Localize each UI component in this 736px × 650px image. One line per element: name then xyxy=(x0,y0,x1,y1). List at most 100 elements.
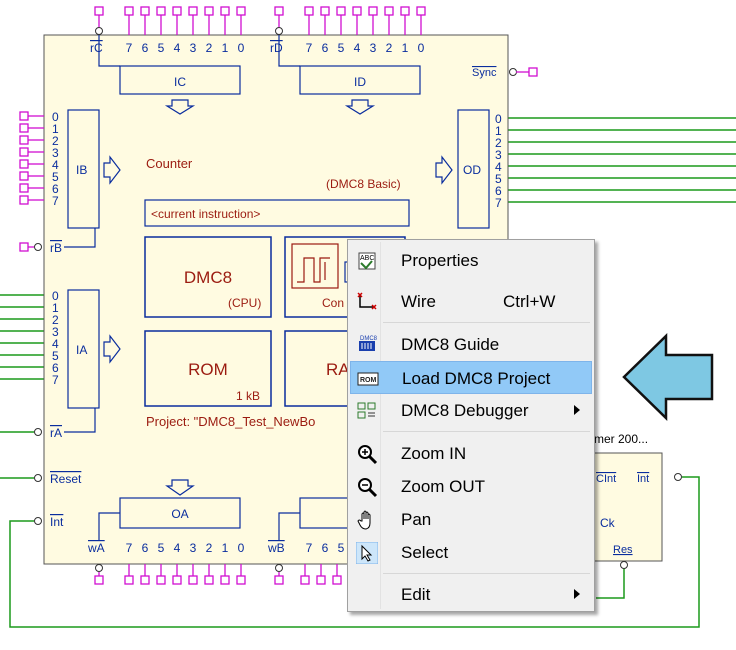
wire-icon xyxy=(357,292,377,310)
svg-text:7: 7 xyxy=(126,41,133,55)
pulse-icon xyxy=(291,243,339,289)
port-d-label: rD xyxy=(270,41,283,55)
svg-text:4: 4 xyxy=(174,541,181,555)
svg-text:7: 7 xyxy=(52,373,59,387)
menu-item-pan[interactable]: Pan xyxy=(350,503,592,536)
cpu-title: DMC8 xyxy=(184,268,232,287)
zoom-in-icon xyxy=(358,445,378,465)
register-ib xyxy=(67,109,100,229)
timer-title: mer 200... xyxy=(594,432,648,446)
cursor-icon xyxy=(356,542,378,564)
svg-text:ROM: ROM xyxy=(360,377,377,384)
rb-label: rB xyxy=(50,241,62,255)
svg-text:DMC8: DMC8 xyxy=(360,336,378,342)
cpu-block[interactable] xyxy=(144,236,272,318)
svg-text:7: 7 xyxy=(495,196,502,210)
bottom-pins xyxy=(94,564,342,585)
ra-label: rA xyxy=(50,426,62,440)
svg-text:4: 4 xyxy=(354,41,361,55)
timer-int-label: Int xyxy=(637,473,649,485)
menu-item-label: Zoom IN xyxy=(401,444,467,463)
svg-text:7: 7 xyxy=(52,194,59,208)
menu-item-label: Zoom OUT xyxy=(401,477,486,496)
menu-item-label: Properties xyxy=(401,251,479,270)
svg-text:3: 3 xyxy=(52,325,59,339)
rom-size: 1 kB xyxy=(236,389,260,403)
menu-item-label: DMC8 Guide xyxy=(401,335,500,354)
counter-label: Counter xyxy=(146,156,193,171)
svg-text:5: 5 xyxy=(158,541,165,555)
menu-item-zoom-out[interactable]: Zoom OUT xyxy=(350,470,592,503)
svg-text:1: 1 xyxy=(222,41,229,55)
port-c-label: rC xyxy=(90,41,103,55)
current-instruction-text: <current instruction> xyxy=(151,207,260,221)
model-label: (DMC8 Basic) xyxy=(326,177,401,191)
properties-icon: ABC xyxy=(358,252,376,270)
menu-item-label: Select xyxy=(401,543,449,562)
svg-text:5: 5 xyxy=(495,172,502,186)
top-pins xyxy=(94,6,426,35)
svg-text:3: 3 xyxy=(190,41,197,55)
svg-text:6: 6 xyxy=(142,541,149,555)
hand-icon xyxy=(357,510,371,530)
svg-text:3: 3 xyxy=(52,146,59,160)
svg-text:1: 1 xyxy=(52,122,59,136)
svg-text:5: 5 xyxy=(158,41,165,55)
ib-bit-labels: 01 23 45 67 xyxy=(52,110,59,208)
menu-item-wire[interactable]: Wire Ctrl+W xyxy=(350,285,592,318)
submenu-arrow-icon xyxy=(574,589,580,599)
menu-separator xyxy=(383,322,590,323)
svg-text:2: 2 xyxy=(206,541,213,555)
ib-input-pins xyxy=(19,111,44,252)
zoom-out-icon xyxy=(358,478,378,498)
menu-item-dmc8-guide[interactable]: DMC8 DMC8 Guide xyxy=(350,328,592,361)
svg-text:3: 3 xyxy=(370,41,377,55)
rom-block[interactable] xyxy=(144,330,272,407)
svg-text:7: 7 xyxy=(126,541,133,555)
svg-text:1: 1 xyxy=(52,301,59,315)
svg-text:0: 0 xyxy=(418,41,425,55)
menu-item-load-dmc8-project[interactable]: ROM Load DMC8 Project xyxy=(350,361,592,394)
callout-arrow-icon xyxy=(622,333,714,421)
int-label: Int xyxy=(50,515,64,529)
od-bit-labels: 01 23 45 67 xyxy=(495,112,502,210)
ia-bit-labels: 01 23 45 67 xyxy=(52,289,59,387)
ia-label: IA xyxy=(76,343,87,357)
wa-label: wA xyxy=(87,541,105,555)
menu-item-label: Load DMC8 Project xyxy=(402,369,551,388)
cpu-subtitle: (CPU) xyxy=(228,296,261,310)
svg-text:0: 0 xyxy=(238,541,245,555)
menu-item-edit[interactable]: Edit xyxy=(350,578,592,611)
svg-text:5: 5 xyxy=(52,349,59,363)
project-label: Project: "DMC8_Test_NewBo xyxy=(146,414,315,429)
oa-label: OA xyxy=(171,507,188,521)
menu-item-zoom-in[interactable]: Zoom IN xyxy=(350,437,592,470)
menu-item-dmc8-debugger[interactable]: DMC8 Debugger xyxy=(350,394,592,427)
svg-text:2: 2 xyxy=(495,136,502,150)
od-label: OD xyxy=(463,163,481,177)
svg-text:1: 1 xyxy=(495,124,502,138)
svg-text:0: 0 xyxy=(495,112,502,126)
rom-icon: ROM xyxy=(357,372,379,386)
svg-text:6: 6 xyxy=(322,41,329,55)
timer-body[interactable] xyxy=(593,452,663,562)
timer-ck-label: Ck xyxy=(600,516,616,530)
menu-item-properties[interactable]: ABC Properties xyxy=(350,244,592,277)
menu-item-select[interactable]: Select xyxy=(350,536,592,569)
svg-text:2: 2 xyxy=(52,313,59,327)
register-ia xyxy=(67,289,100,409)
timer-res-label: Res xyxy=(613,544,633,556)
svg-text:2: 2 xyxy=(386,41,393,55)
menu-separator xyxy=(383,573,590,574)
timer-cint-label: CInt xyxy=(596,473,616,485)
control-label: Con xyxy=(322,296,344,310)
submenu-arrow-icon xyxy=(574,405,580,415)
svg-text:0: 0 xyxy=(52,110,59,124)
reset-label: Reset xyxy=(50,472,82,486)
menu-item-label: Pan xyxy=(401,510,432,529)
svg-text:6: 6 xyxy=(52,182,59,196)
svg-text:2: 2 xyxy=(206,41,213,55)
svg-text:4: 4 xyxy=(495,160,502,174)
menu-item-label: DMC8 Debugger xyxy=(401,401,529,420)
